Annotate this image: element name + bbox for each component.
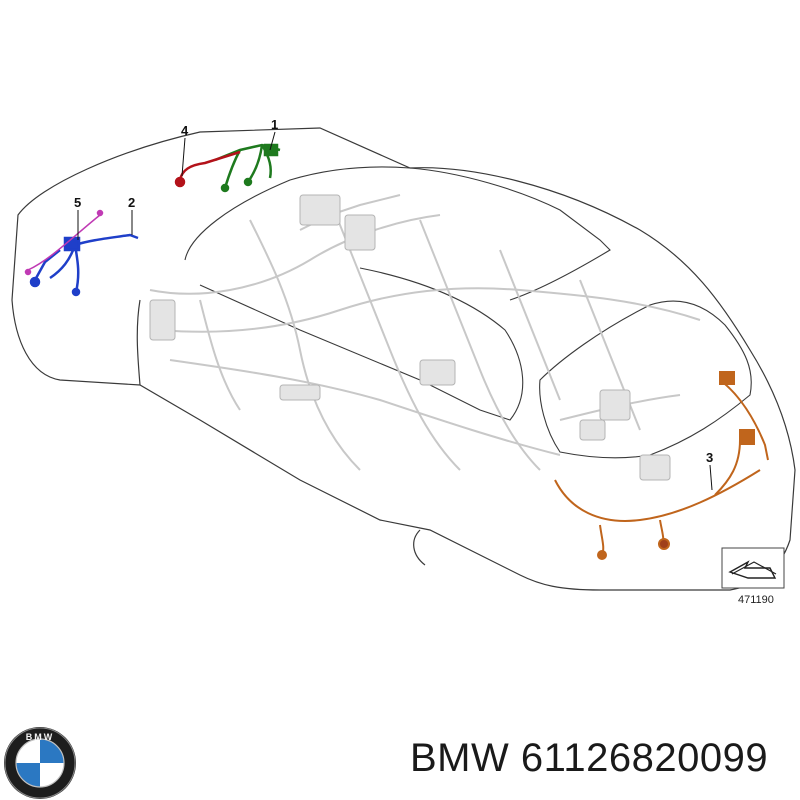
reference-number: 471190	[738, 594, 774, 606]
harness-3-orange	[554, 371, 769, 560]
callout-4: 4	[181, 123, 189, 138]
part-number: 61126820099	[520, 736, 769, 780]
harness-1-green	[214, 143, 281, 193]
interior-components	[149, 194, 671, 481]
callout-1: 1	[271, 117, 278, 132]
glass-outlines	[184, 166, 752, 459]
brand-name: BMW	[410, 736, 510, 780]
footer-part-label: BMW 61126820099	[410, 736, 768, 781]
bmw-logo-icon: BMW	[4, 727, 76, 799]
callout-3: 3	[706, 450, 713, 465]
callout-5: 5	[74, 195, 81, 210]
callout-leaders	[77, 131, 713, 491]
logo-lettering: BMW	[26, 732, 55, 742]
car-body-outline	[11, 127, 796, 591]
harness-2-blue	[29, 233, 139, 297]
interior-harness-network	[149, 194, 701, 471]
harness-5-magenta	[24, 209, 104, 276]
orientation-arrow-icon	[721, 547, 785, 589]
callout-2: 2	[128, 195, 135, 210]
harness-4-red	[174, 150, 241, 188]
